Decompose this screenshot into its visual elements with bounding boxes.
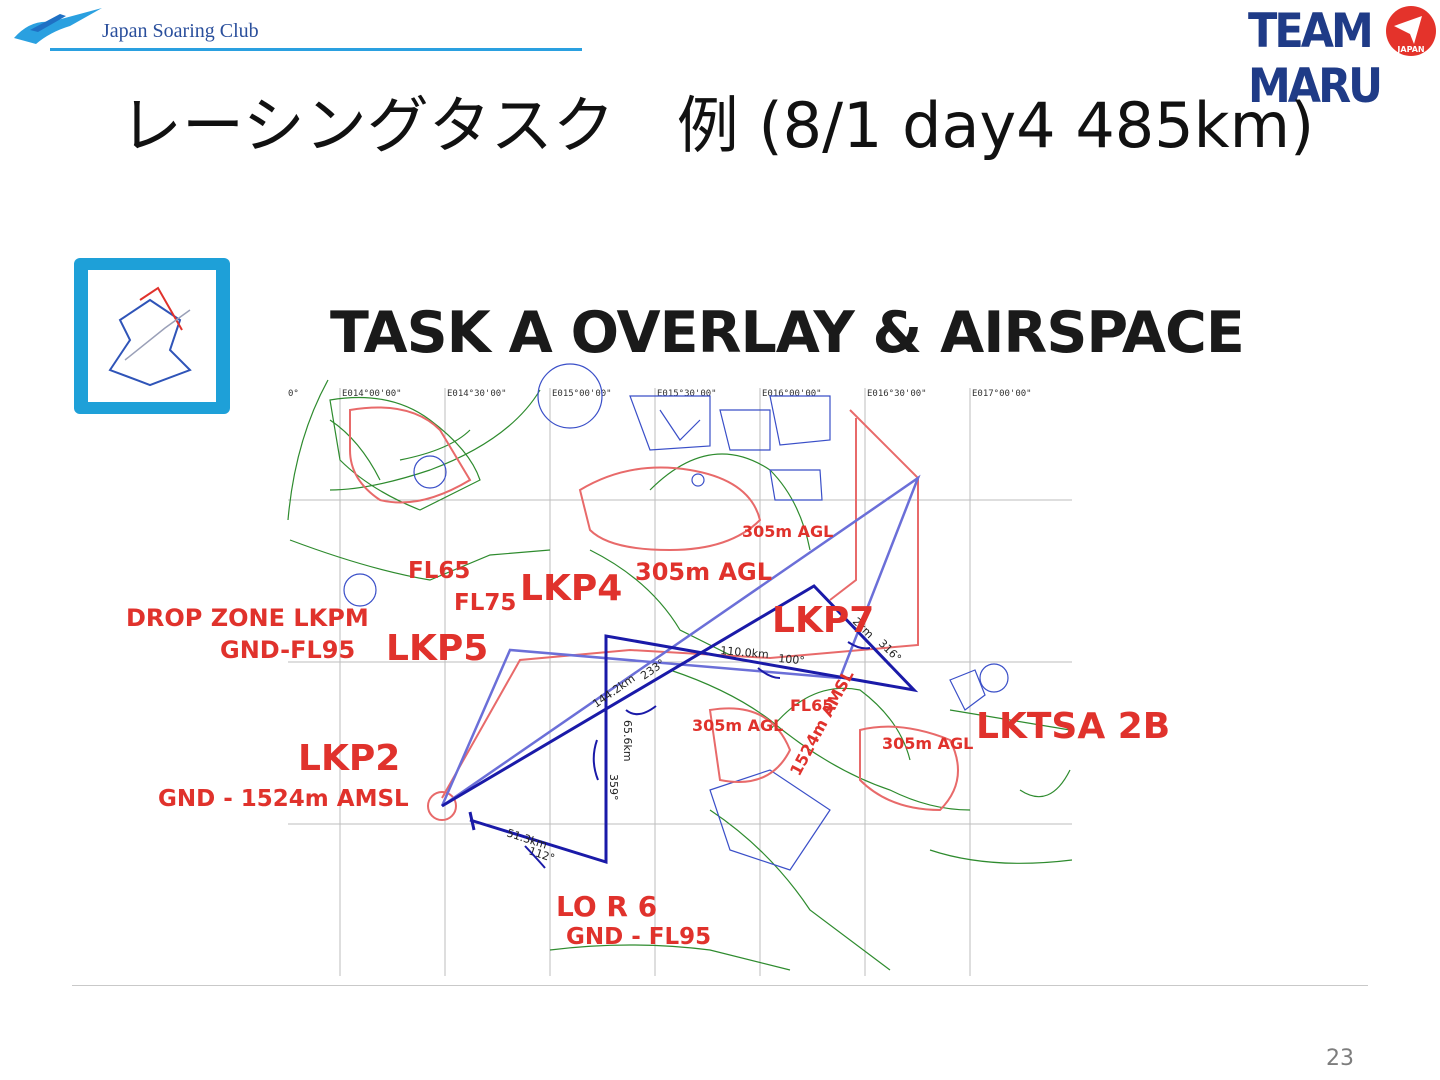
team-logo-text: TEAM MARU [1248,4,1383,114]
slide-title: レーシングタスク 例 (8/1 day4 485km) [120,89,1315,162]
longitude-label: E016°00'00" [762,389,822,399]
map-label-lkp2-limit: GND - 1524m AMSL [158,786,409,812]
task-line-light [440,474,921,808]
map-label-305m-agl: 305m AGL [692,716,784,735]
team-badge-text: JAPAN [1396,45,1424,54]
leg-bearing: 316° [876,637,904,665]
map-label-lkp5: LKP5 [386,628,489,669]
map-label-lkp4: LKP4 [520,568,623,609]
airspace-outlines [343,363,1009,871]
map-label-drop-zone-limit: GND-FL95 [220,636,356,664]
longitude-label: E017°00'00" [972,389,1032,399]
header-rule [50,48,582,51]
team-badge-icon: JAPAN [1386,6,1436,56]
task-overlay-image: 0° E014°00'00" E014°30'00" E015°00'00" E… [70,250,1245,980]
map-label-305m-agl: 305m AGL [742,522,834,541]
leg-distance: 110.0km [720,644,770,661]
map-label-lor6: LO R 6 [556,890,658,923]
map-label-305m-agl: 305m AGL [635,558,773,586]
leg-bearing: 359° [607,774,620,801]
map-label-lktsa-2b: LKTSA 2B [976,706,1171,747]
footer-rule [72,985,1368,986]
map-label-lkp7: LKP7 [772,600,875,641]
leg-bearing: 112° [527,844,556,865]
longitude-label: E015°30'00" [657,389,717,399]
direction-arrows [524,641,871,869]
task-line [441,584,919,865]
leg-bearing: 100° [778,652,806,667]
championship-logo [74,258,230,414]
map-label-lor6-limit: GND - FL95 [566,924,712,950]
map-label-fl65: FL65 [790,696,834,715]
longitude-label: E014°00'00" [342,389,402,399]
map-label-fl65: FL65 [408,558,471,584]
map-label-305m-agl: 305m AGL [882,734,974,753]
map-label-lkp2: LKP2 [298,738,401,779]
terrain-contours [287,379,1073,971]
map-label-drop-zone: DROP ZONE LKPM [126,604,369,632]
map-grid [288,388,1072,976]
map-label-fl75: FL75 [454,590,517,616]
longitude-label: 0° [288,389,299,399]
longitude-label: E015°00'00" [552,389,612,399]
page-number: 23 [1326,1046,1354,1071]
team-logo: TEAM MARU JAPAN [1248,4,1438,114]
longitude-labels: 0° E014°00'00" E014°30'00" E015°00'00" E… [288,389,1032,399]
leg-distance: 65.6km [621,720,634,762]
glider-icon [14,8,102,44]
longitude-label: E014°30'00" [447,389,507,399]
task-map: 0° E014°00'00" E014°30'00" E015°00'00" E… [74,258,1073,976]
longitude-label: E016°30'00" [867,389,927,399]
club-name: Japan Soaring Club [102,20,259,42]
club-logo: Japan Soaring Club [10,2,582,54]
overlay-heading: TASK A OVERLAY & AIRSPACE [330,300,1245,366]
